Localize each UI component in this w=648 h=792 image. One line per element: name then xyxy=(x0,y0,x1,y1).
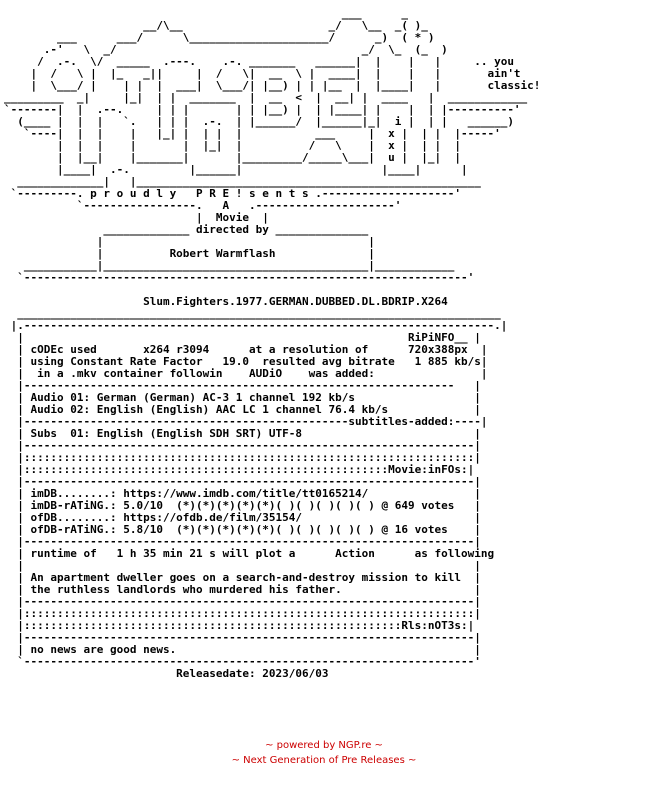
nfo-line: __/\__ _/ \__ _( )_ xyxy=(4,19,448,32)
nfo-line: | Movie | xyxy=(4,211,269,224)
nfo-line: | ofDB........: https://ofdb.de/film/351… xyxy=(4,511,481,524)
nfo-line: ___ ___/ \_____________________/ _) ( * … xyxy=(4,31,448,44)
nfo-line: | / \ | |_ _|| | / \| __ \ | ____| | | |… xyxy=(4,67,521,80)
nfo-line: _________ _| |_| | | _______ | __ < | __… xyxy=(4,91,528,104)
nfo-line: Slum.Fighters.1977.GERMAN.DUBBED.DL.BDRI… xyxy=(4,295,448,308)
nfo-line: _____________| |________________________… xyxy=(4,175,481,188)
nfo-text-content: ___ _ __/\__ _/ \__ _( )_ ___ ___/ \____… xyxy=(4,8,540,680)
nfo-line: .-' \ _/ _/ \_ (_ ) xyxy=(4,43,461,56)
nfo-line: `---------. p r o u d l y P R E ! s e n … xyxy=(4,187,461,200)
nfo-line: |---------------------------------------… xyxy=(4,415,488,428)
nfo-line: | | xyxy=(4,559,481,572)
nfo-line: | RiPiNFO__ | xyxy=(4,331,481,344)
nfo-line: | |__| |_______| |_________/_____\___| u… xyxy=(4,151,461,164)
nfo-line: | no news are good news. | xyxy=(4,643,481,656)
nfo-line: | in a .mkv container followin AUDiO was… xyxy=(4,367,488,380)
nfo-line: `-------| | .--. | | | | | |__) | | |___… xyxy=(4,103,521,116)
nfo-line: |____| .-. |______| |____| | xyxy=(4,163,468,176)
nfo-line: |.--------------------------------------… xyxy=(4,319,508,332)
nfo-line: `-----------------. A .-----------------… xyxy=(4,199,402,212)
footer-tagline: ~ Next Generation of Pre Releases ~ xyxy=(231,755,417,766)
nfo-line: | \___/ | | | | ___| \___/| |__) | | |__… xyxy=(4,79,541,92)
nfo-line: |---------------------------------------… xyxy=(4,595,481,608)
nfo-line: | imDB-rATiNG.: 5.0/10 (*)(*)(*)(*)(*)( … xyxy=(4,499,481,512)
nfo-line: | Audio 02: English (English) AAC LC 1 c… xyxy=(4,403,481,416)
nfo-line: | Audio 01: German (German) AC-3 1 chann… xyxy=(4,391,481,404)
nfo-line: | An apartment dweller goes on a search-… xyxy=(4,571,481,584)
nfo-line: | Subs 01: English (English SDH SRT) UTF… xyxy=(4,427,481,440)
nfo-line: `----| | | | |_| | | | | ___ | x | | | |… xyxy=(4,127,501,140)
nfo-line: |---------------------------------------… xyxy=(4,439,481,452)
nfo-line: / .-. \/ _____ .---. .-. _______ ______|… xyxy=(4,55,514,68)
nfo-line: (____ | | | `. | | | .-. | |______/ |___… xyxy=(4,115,514,128)
nfo-line: |---------------------------------------… xyxy=(4,535,481,548)
nfo-line: |---------------------------------------… xyxy=(4,379,481,392)
nfo-line: | the ruthless landlords who murdered hi… xyxy=(4,583,481,596)
nfo-line: | cODEc used x264 r3094 at a resolution … xyxy=(4,343,488,356)
nfo-line: | ofDB-rATiNG.: 5.8/10 (*)(*)(*)(*)(*)( … xyxy=(4,523,481,536)
nfo-line: ________________________________________… xyxy=(4,307,501,320)
nfo-line: `---------------------------------------… xyxy=(4,655,481,668)
nfo-line: `---------------------------------------… xyxy=(4,271,475,284)
nfo-line: |:::::::::::::::::::::::::::::::::::::::… xyxy=(4,619,475,632)
nfo-line: ___________|____________________________… xyxy=(4,259,455,272)
nfo-line: _____________ directed by ______________ xyxy=(4,223,369,236)
nfo-line: | | | | | |_| | / \ | x | | | | xyxy=(4,139,461,152)
nfo-line: ___ _ xyxy=(4,7,448,20)
nfo-line: |---------------------------------------… xyxy=(4,475,481,488)
footer-powered-by: ~ powered by NGP.re ~ xyxy=(265,740,383,751)
nfo-line: | imDB........: https://www.imdb.com/tit… xyxy=(4,487,481,500)
nfo-line: |:::::::::::::::::::::::::::::::::::::::… xyxy=(4,463,475,476)
nfo-line: | runtime of 1 h 35 min 21 s will plot a… xyxy=(4,547,495,560)
nfo-line: | using Constant Rate Factor 19.0 result… xyxy=(4,355,488,368)
nfo-line: Releasedate: 2023/06/03 xyxy=(4,667,329,680)
nfo-line: |:::::::::::::::::::::::::::::::::::::::… xyxy=(4,607,481,620)
nfo-line: |:::::::::::::::::::::::::::::::::::::::… xyxy=(4,451,481,464)
nfo-line: | | xyxy=(4,235,375,248)
nfo-line: | Robert Warmflash | xyxy=(4,247,375,260)
nfo-line: |---------------------------------------… xyxy=(4,631,481,644)
